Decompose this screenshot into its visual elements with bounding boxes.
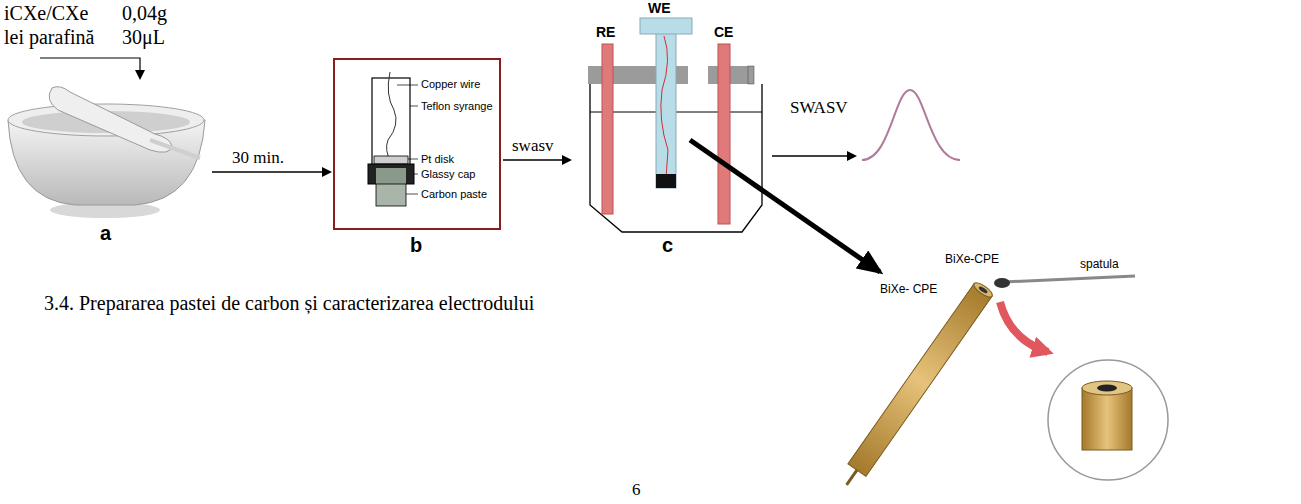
electrode-label: WE: [648, 0, 671, 16]
ingredient-label: lei parafină: [4, 26, 95, 49]
panel-letter: a: [100, 222, 111, 245]
part-label: Carbon paste: [421, 188, 487, 200]
panel-letter: b: [410, 234, 422, 257]
page-number: 6: [632, 480, 641, 500]
method-label: swasv: [512, 136, 554, 156]
part-label: Copper wire: [421, 78, 480, 90]
figure-caption: 3.4. Prepararea pastei de carbon și cara…: [44, 292, 534, 315]
panel-letter: c: [662, 234, 673, 257]
quantity-label: 0,04g: [122, 2, 167, 25]
electrode-label: BiXe- CPE: [880, 282, 937, 296]
method-label: SWASV: [790, 98, 848, 118]
quantity-label: 30μL: [122, 26, 165, 49]
electrode-label: RE: [596, 24, 615, 40]
part-label: Glassy cap: [421, 168, 475, 180]
part-label: Pt disk: [421, 153, 454, 165]
time-label: 30 min.: [232, 148, 284, 168]
electrode-label: BiXe-CPE: [945, 252, 999, 266]
electrode-label: CE: [714, 24, 733, 40]
tool-label: spatula: [1080, 257, 1119, 271]
ingredient-label: iCXe/CXe: [4, 2, 88, 25]
electrode-box: Copper wireTeflon syrange Pt diskGlassy c…: [333, 58, 501, 230]
part-label: Teflon syrange: [421, 100, 493, 112]
